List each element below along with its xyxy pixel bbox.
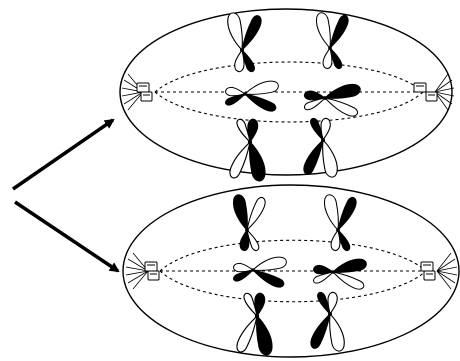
arrows (12, 118, 120, 273)
chromosome-upper-right-2 (303, 83, 361, 117)
aster-right (436, 252, 458, 290)
chromosome-lower-left-1 (232, 194, 266, 252)
chromosome-upper-left-1 (227, 12, 262, 73)
chromosome-upper-right-1 (315, 12, 349, 70)
chromosome-group (225, 12, 361, 182)
spindle-fibers (159, 239, 427, 303)
chromosome-upper-left-2 (225, 80, 279, 112)
centriole-left (136, 82, 153, 102)
lower-cell (122, 184, 460, 358)
chromosome-lower-right-3 (310, 291, 345, 352)
arrow-to-upper-cell (12, 118, 115, 191)
chromosome-lower-right-1 (323, 194, 357, 252)
chromosome-group (232, 194, 367, 356)
aster-left (125, 252, 149, 290)
centriole-right (413, 82, 438, 102)
chromosome-lower-right-2 (313, 258, 367, 290)
spindle-fibers (154, 61, 424, 123)
centriole-right (420, 261, 436, 281)
chromosome-upper-left-3 (229, 118, 266, 182)
cell-membrane (119, 8, 453, 176)
arrow-to-lower-cell (14, 200, 120, 273)
chromosome-upper-right-3 (303, 117, 338, 178)
cell-membrane (122, 184, 460, 358)
chromosome-lower-left-2 (233, 256, 287, 288)
centriole-left (144, 261, 160, 281)
upper-cell (119, 8, 455, 182)
chromosome-lower-left-3 (236, 292, 273, 356)
